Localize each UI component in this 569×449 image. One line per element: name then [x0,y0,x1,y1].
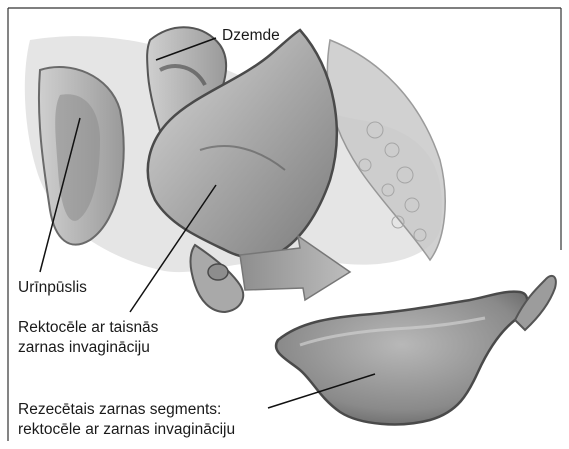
perineum-ring [208,264,228,280]
resected-label-line2: rektocēle ar zarnas invagināciju [18,420,235,440]
rectocele-label-line1: Rektocēle ar taisnās [18,318,158,338]
bladder-label: Urīnpūslis [18,278,87,298]
uterus-label: Dzemde [222,26,280,46]
resected-segment [276,292,527,425]
rectocele-label-line2: zarnas invagināciju [18,338,150,358]
resected-label-line1: Rezecētais zarnas segments: [18,400,221,420]
